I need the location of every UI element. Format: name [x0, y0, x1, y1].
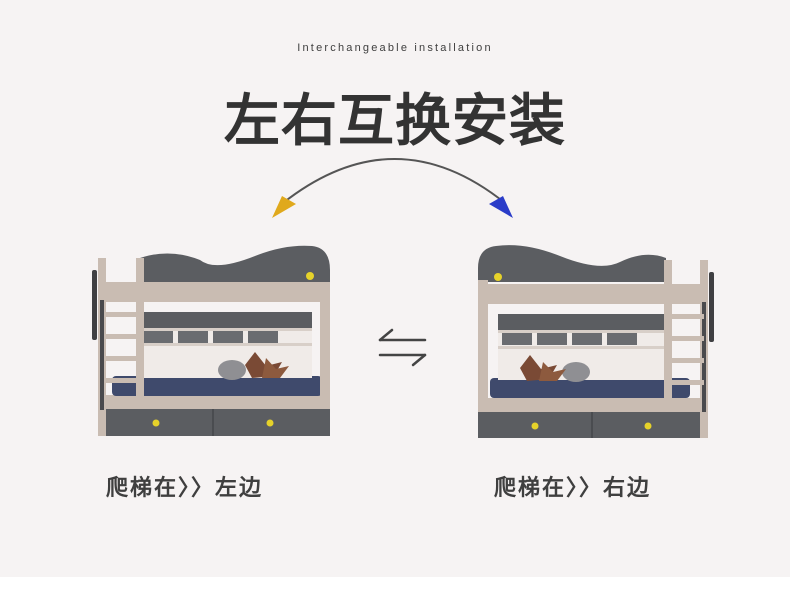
- caption-ladder-right: 爬梯在〉〉右边: [494, 476, 652, 501]
- bunk-bed-left: [92, 245, 330, 436]
- page-title: 左右互换安装: [224, 89, 566, 154]
- swap-arrows-icon: [378, 328, 427, 367]
- caption-ladder-left: 爬梯在〉〉左边: [106, 476, 264, 501]
- curved-double-arrow-icon: [272, 158, 513, 218]
- bottom-band: [0, 577, 790, 589]
- subtitle: Interchangeable installation: [297, 42, 493, 54]
- bunk-bed-right: [478, 245, 714, 438]
